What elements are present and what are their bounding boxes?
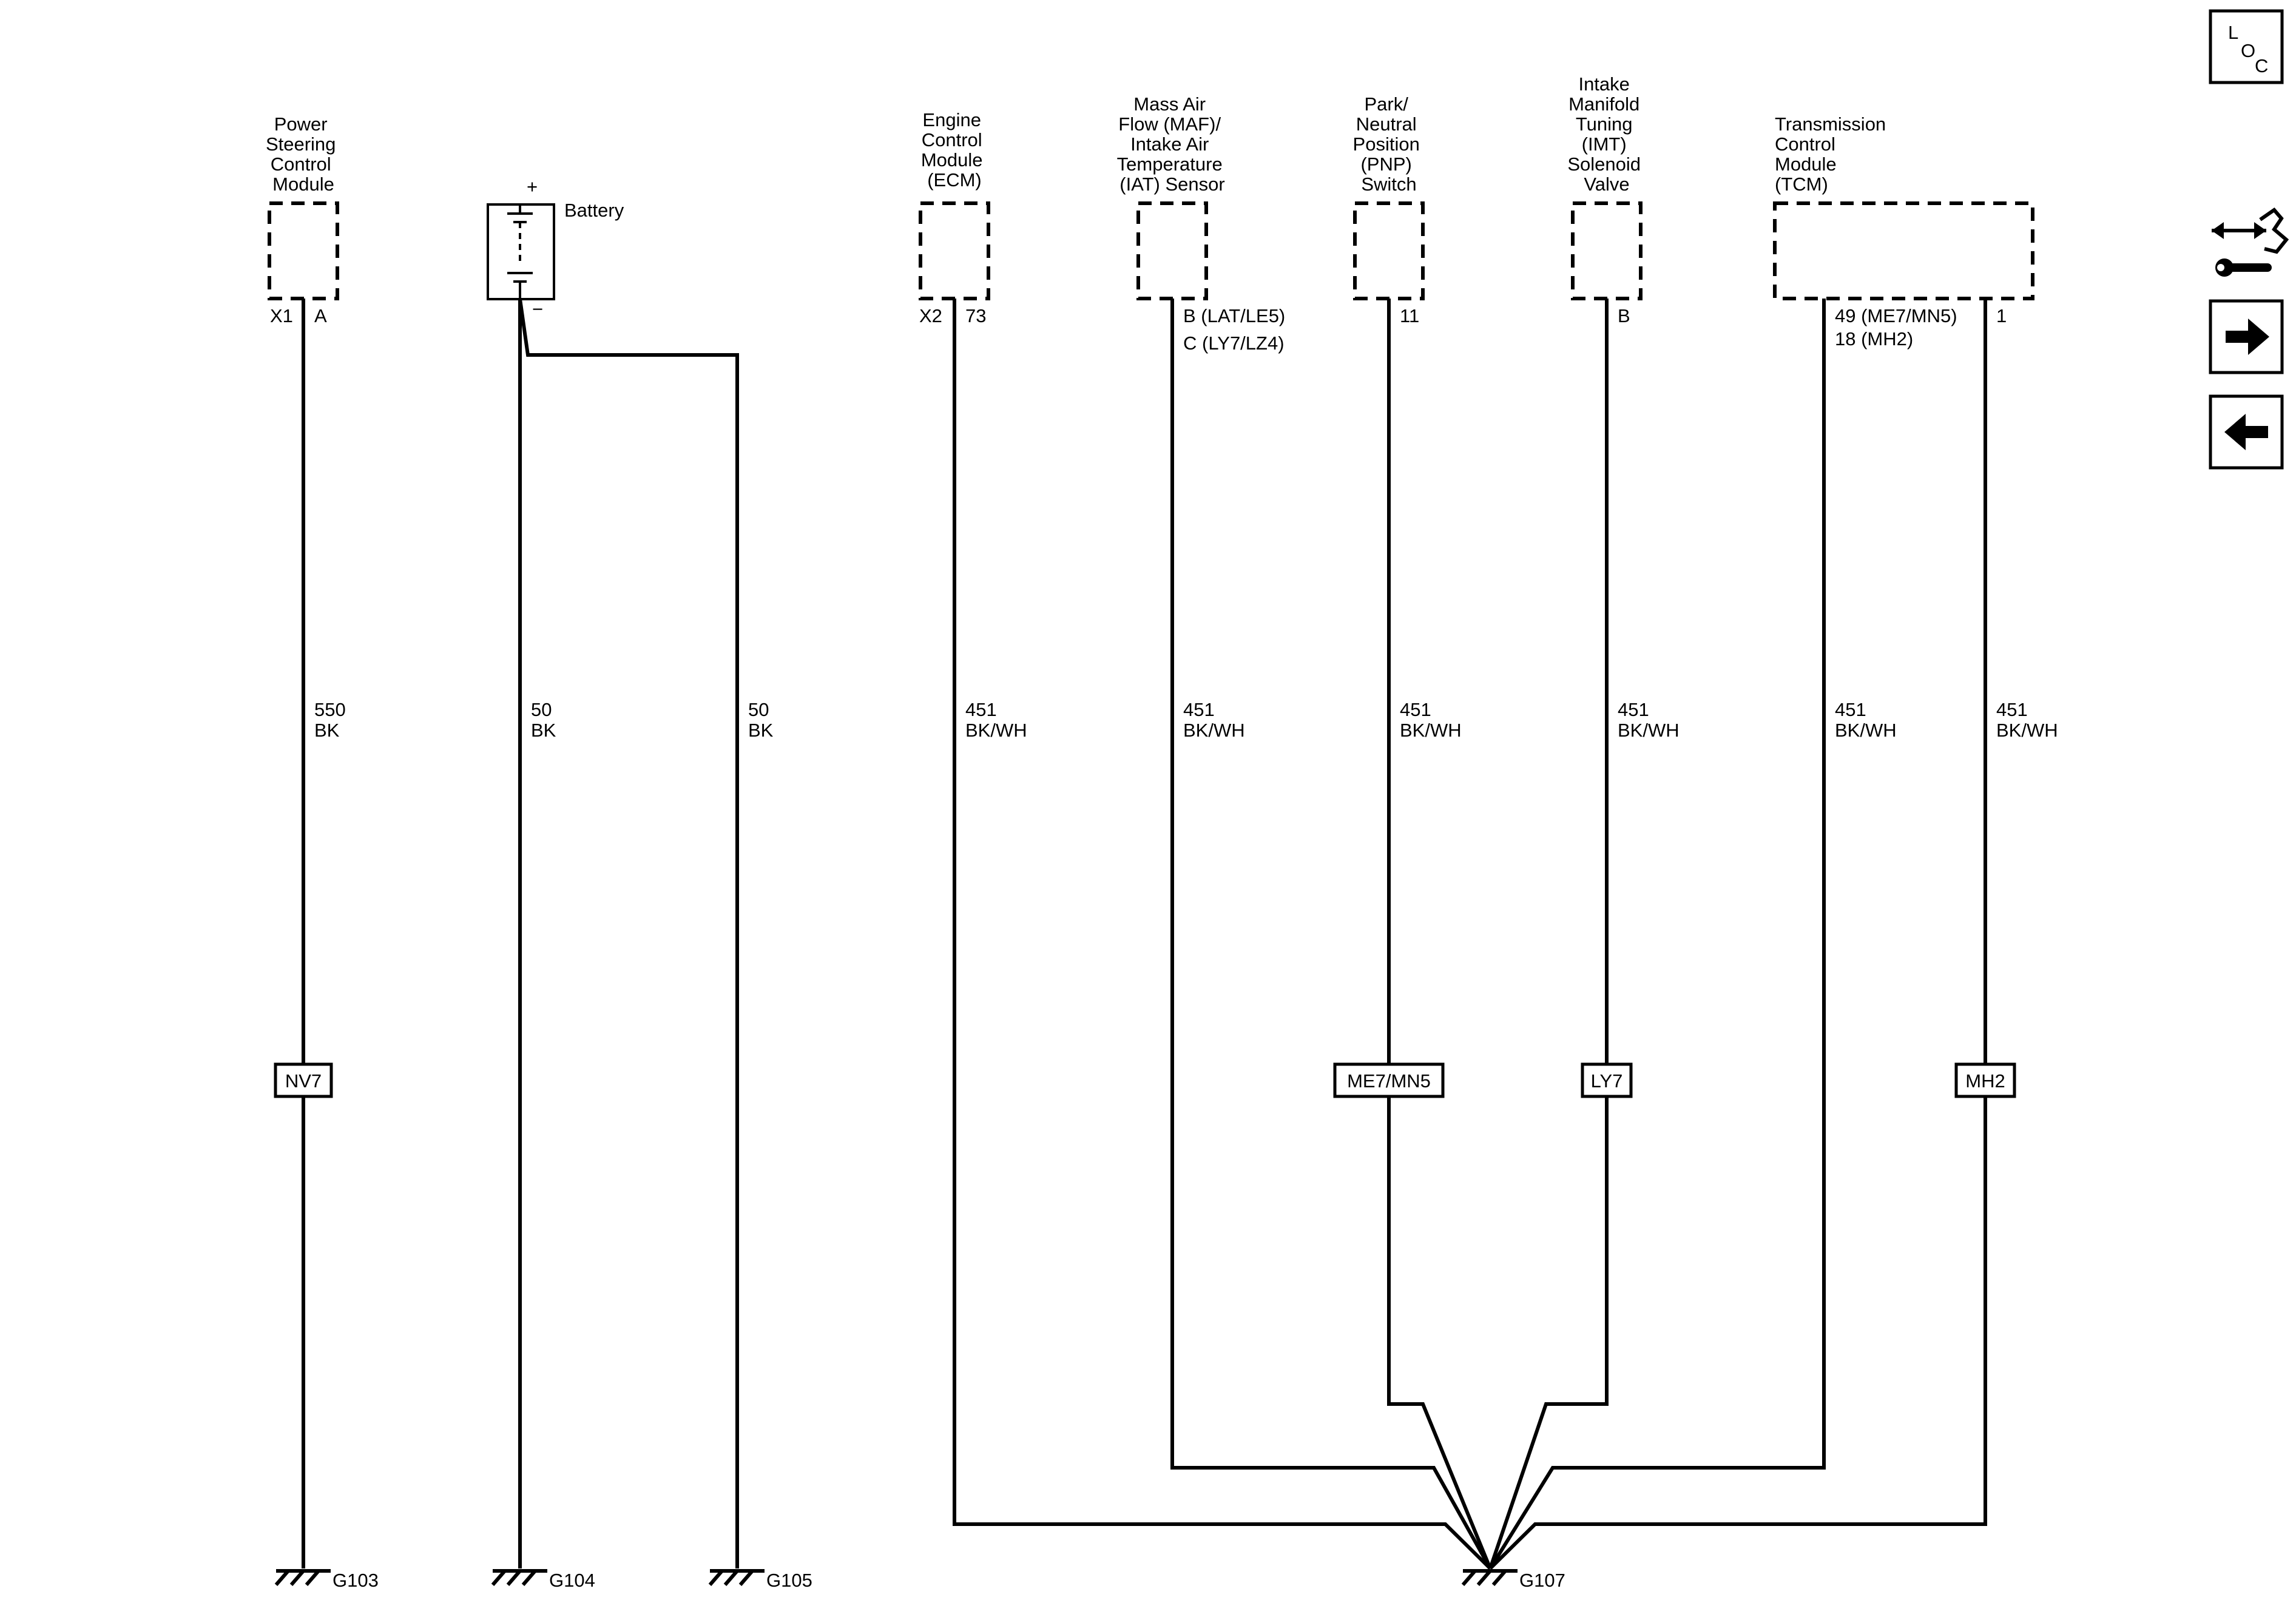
tcm-wire-2-color: BK/WH: [1996, 720, 2058, 741]
tcm-component: Transmission Control Module (TCM) 49 (ME…: [1488, 113, 2058, 1570]
pscm-wire-color: BK: [314, 720, 340, 741]
ecm-connector: X2: [919, 305, 942, 326]
pscm-connector: X1: [270, 305, 293, 326]
imt-box: [1571, 201, 1643, 300]
pscm-component: Power Steering Control Module X1 A 550 B…: [266, 113, 346, 1568]
tcm-wire-1: [1488, 299, 1826, 1570]
ecm-wire-color: BK/WH: [965, 720, 1027, 741]
maf-component: Mass Air Flow (MAF)/ Intake Air Temperat…: [1117, 93, 1492, 1570]
tcm-pin-3: 1: [1996, 305, 2007, 326]
option-nv7-box: [274, 1062, 333, 1098]
loc-letter-o: O: [2241, 40, 2255, 61]
option-nv7-label: NV7: [285, 1070, 322, 1092]
battery-component: + Battery − 50 BK 50 BK: [487, 176, 774, 1568]
ground-g104: G104: [491, 1569, 595, 1591]
ecm-pin: 73: [965, 305, 986, 326]
option-mh2-label: MH2: [1965, 1070, 2005, 1092]
ground-g103-label: G103: [333, 1570, 379, 1591]
ground-g104-label: G104: [549, 1570, 595, 1591]
option-ly7-box: [1581, 1062, 1633, 1098]
ecm-wire: [953, 299, 1492, 1570]
ecm-label: Engine Control Module (ECM): [921, 109, 988, 191]
pnp-component: Park/ Neutral Position (PNP) Switch 11 4…: [1333, 93, 1492, 1570]
loc-letter-l: L: [2228, 22, 2238, 43]
tcm-wire-2-lower: [1488, 1096, 1987, 1570]
imt-component: Intake Manifold Tuning (IMT) Solenoid Va…: [1488, 73, 1680, 1569]
pscm-pin: A: [314, 305, 327, 326]
ground-g105: G105: [708, 1569, 812, 1591]
battery-wire-2-circuit: 50: [748, 699, 769, 720]
pscm-wire-circuit: 550: [314, 699, 346, 720]
imt-wire-lower: [1488, 1096, 1609, 1569]
arrow-left-icon: [2224, 414, 2268, 450]
maf-pin-2: C (LY7/LZ4): [1183, 333, 1285, 354]
imt-pin: B: [1618, 305, 1630, 326]
maf-label: Mass Air Flow (MAF)/ Intake Air Temperat…: [1117, 93, 1228, 195]
tcm-box: [1773, 201, 2034, 300]
arrow-right-icon: [2226, 319, 2269, 355]
pscm-box: [268, 201, 339, 300]
ground-g105-label: G105: [766, 1570, 812, 1591]
maf-wire-color: BK/WH: [1183, 720, 1245, 741]
imt-label: Intake Manifold Tuning (IMT) Solenoid Va…: [1567, 73, 1646, 195]
pnp-box: [1353, 201, 1425, 300]
tcm-wire-1-circuit: 451: [1835, 699, 1866, 720]
loc-button[interactable]: L O C: [2209, 9, 2284, 84]
option-mh2-box: [1954, 1062, 2016, 1098]
option-me7-label: ME7/MN5: [1347, 1070, 1431, 1092]
pnp-wire-circuit: 451: [1400, 699, 1431, 720]
tcm-pin-2: 18 (MH2): [1835, 328, 1913, 349]
battery-wire-1-circuit: 50: [531, 699, 552, 720]
ground-g107: G107: [1461, 1569, 1565, 1591]
ground-g107-label: G107: [1519, 1570, 1565, 1591]
pnp-wire-color: BK/WH: [1400, 720, 1462, 741]
battery-wire-2: [518, 299, 739, 1568]
imt-wire-color: BK/WH: [1618, 720, 1680, 741]
ecm-component: Engine Control Module (ECM) X2 73 451 BK…: [919, 109, 1492, 1570]
option-me7-box: [1333, 1062, 1445, 1098]
ground-g103: G103: [274, 1569, 379, 1591]
battery-wire-1-color: BK: [531, 720, 556, 741]
pnp-pin: 11: [1400, 305, 1419, 326]
battery-minus: −: [532, 299, 543, 320]
ecm-wire-circuit: 451: [965, 699, 997, 720]
maf-pin-1: B (LAT/LE5): [1183, 305, 1285, 326]
ecm-box: [919, 201, 990, 300]
maf-box: [1136, 201, 1208, 300]
tcm-label: Transmission Control Module (TCM): [1775, 113, 1891, 195]
previous-page-button[interactable]: [2209, 394, 2284, 470]
pnp-wire-lower: [1387, 1096, 1492, 1570]
imt-wire-circuit: 451: [1618, 699, 1649, 720]
battery-plus: +: [527, 176, 538, 197]
option-ly7-label: LY7: [1591, 1070, 1623, 1092]
maf-wire-circuit: 451: [1183, 699, 1215, 720]
pnp-label: Park/ Neutral Position (PNP) Switch: [1353, 93, 1425, 195]
next-page-button[interactable]: [2209, 299, 2284, 374]
maf-wire: [1170, 299, 1492, 1570]
loc-letter-c: C: [2255, 55, 2268, 76]
battery-label: Battery: [564, 200, 624, 221]
battery-wire-2-color: BK: [748, 720, 774, 741]
connector-wrench-icon[interactable]: [2212, 207, 2289, 277]
tcm-wire-2-circuit: 451: [1996, 699, 2028, 720]
tcm-pin-1: 49 (ME7/MN5): [1835, 305, 1957, 326]
tcm-wire-1-color: BK/WH: [1835, 720, 1897, 741]
pscm-label: Power Steering Control Module: [266, 113, 341, 195]
